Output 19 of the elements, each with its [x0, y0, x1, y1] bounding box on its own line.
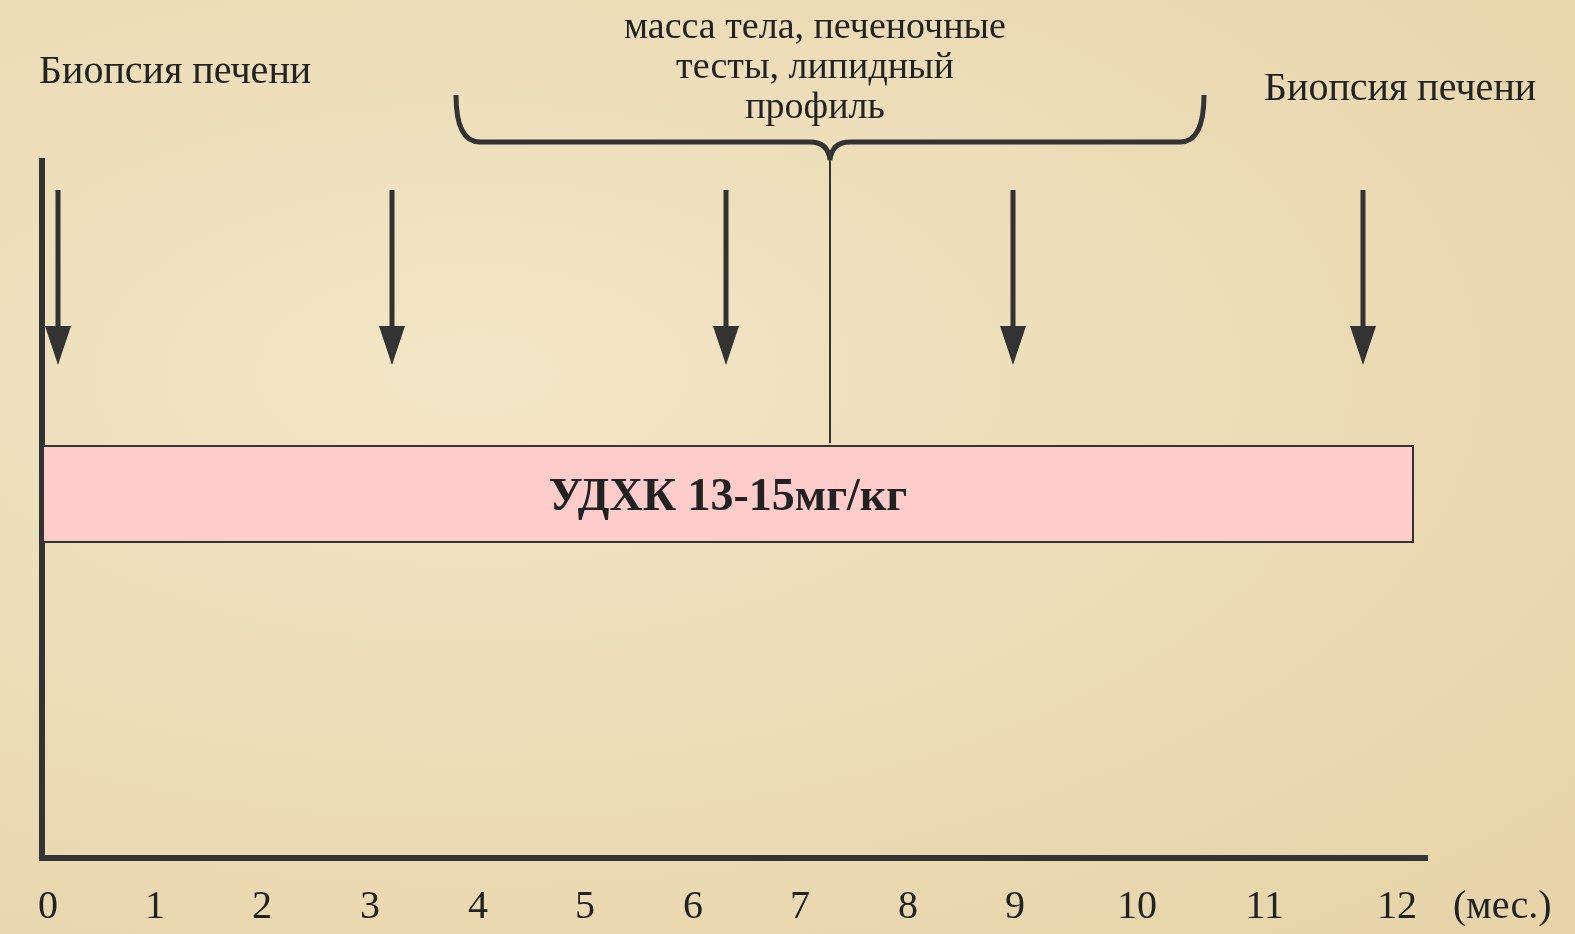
tick-label: 11: [1245, 884, 1284, 926]
tick-label: 6: [683, 884, 703, 926]
treatment-bar: [42, 445, 1414, 543]
annotation-text: масса тела, печеночные тесты, липидный профиль: [623, 5, 1007, 125]
treatment-label: УДХК 13-15мг/кг: [548, 467, 908, 521]
tick-label: 7: [790, 884, 810, 926]
tick-label: 4: [468, 884, 488, 926]
tick-label: 1: [145, 884, 165, 926]
annotation-text: Биопсия печени: [1264, 66, 1537, 108]
tick-label: 0: [38, 884, 58, 926]
unit-label: (мес.): [1453, 884, 1552, 926]
annotation-text: Биопсия печени: [39, 49, 312, 91]
tick-label: 5: [575, 884, 595, 926]
tick-label: 8: [898, 884, 918, 926]
tick-label: 9: [1005, 884, 1025, 926]
tick-label: 10: [1117, 884, 1157, 926]
tick-label: 12: [1377, 884, 1417, 926]
tick-label: 3: [360, 884, 380, 926]
tick-label: 2: [252, 884, 272, 926]
